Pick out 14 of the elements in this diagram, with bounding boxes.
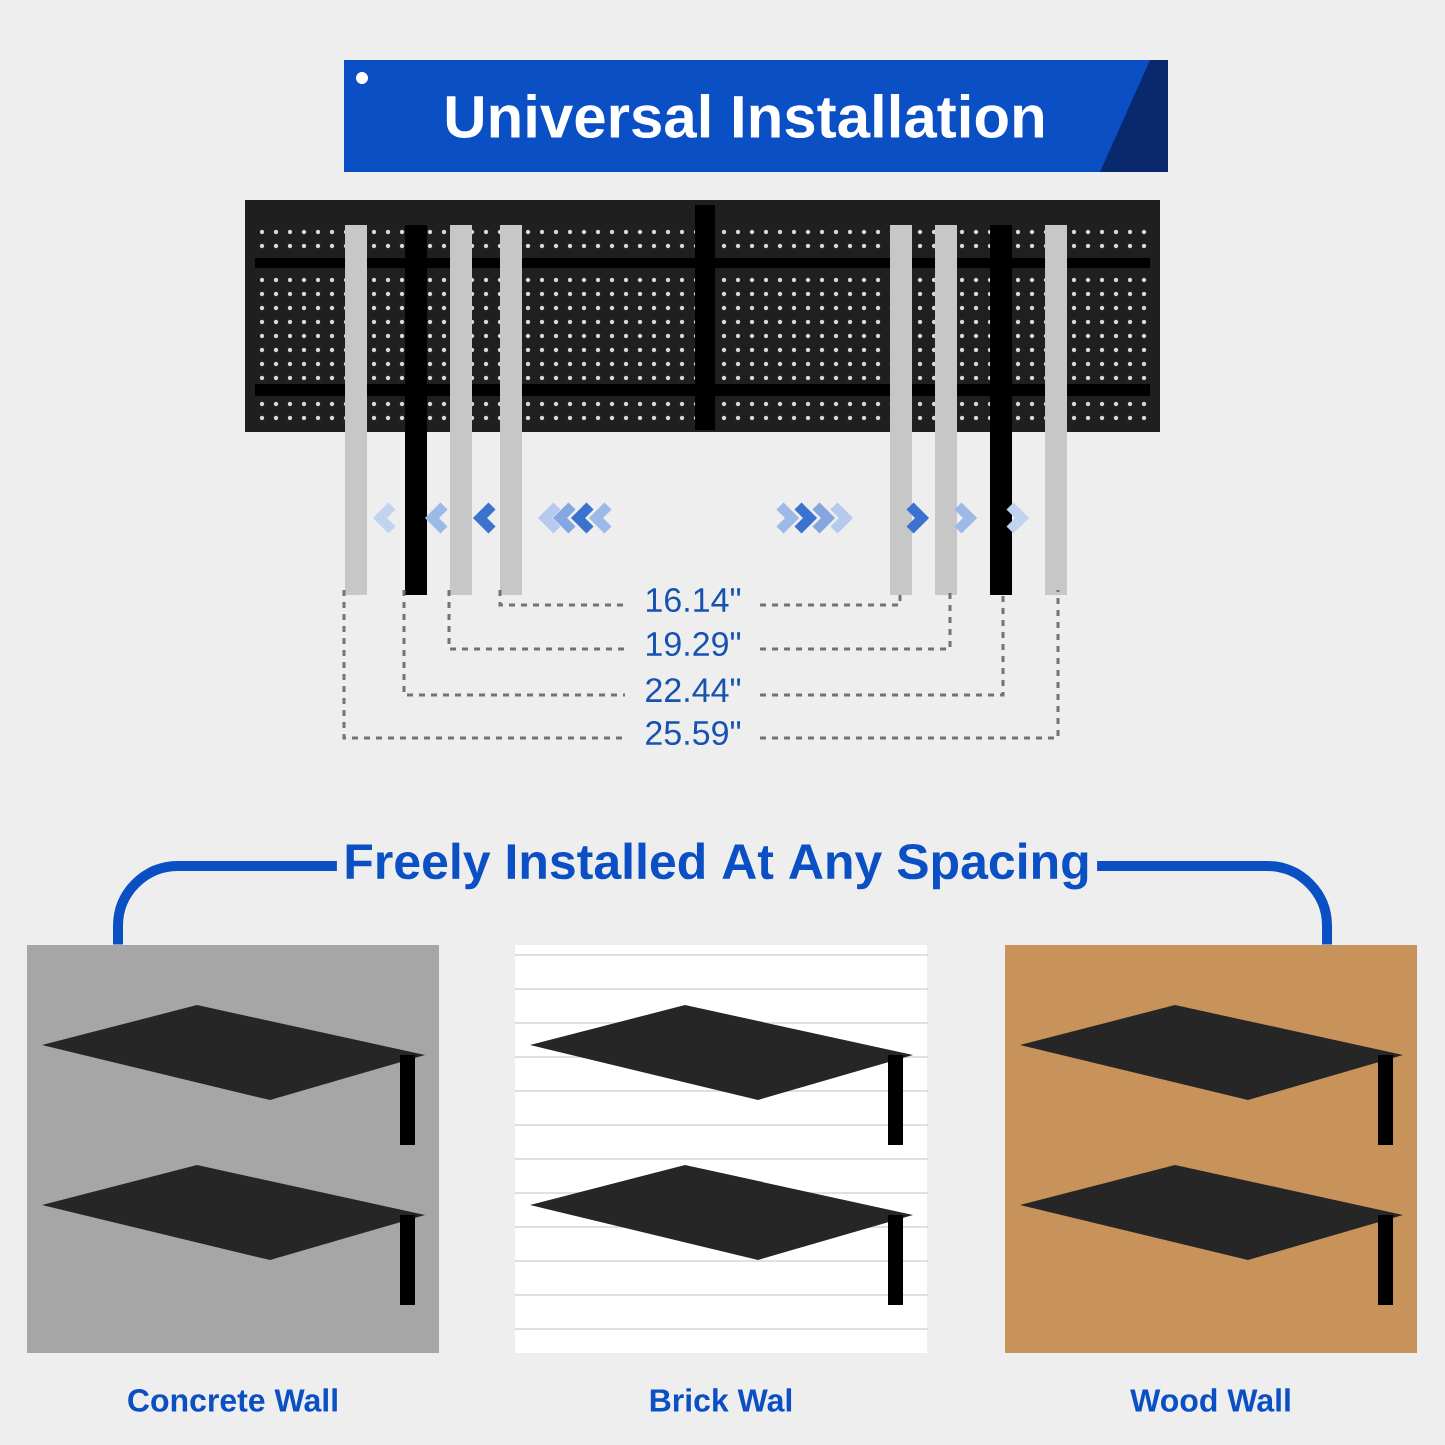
dimension-label: 16.14" (647, 587, 741, 613)
node-label: Concrete Wall (128, 1388, 337, 1412)
node-label: Brick Wal (650, 1388, 792, 1412)
dimension-label: 25.59" (646, 720, 741, 746)
dimension-label: 19.29" (647, 631, 741, 657)
node-label: Wood Wall (1130, 1388, 1290, 1412)
bracket-line (113, 861, 337, 945)
title-banner: Universal Installation (344, 60, 1168, 172)
dimension-label: 22.44" (646, 678, 741, 702)
wall-photo (1005, 945, 1417, 1353)
bracket-line (1097, 861, 1332, 945)
heading: Freely Installed At Any Spacing (346, 842, 1088, 890)
wall-photo (27, 945, 439, 1353)
wall-photo (514, 945, 929, 1353)
